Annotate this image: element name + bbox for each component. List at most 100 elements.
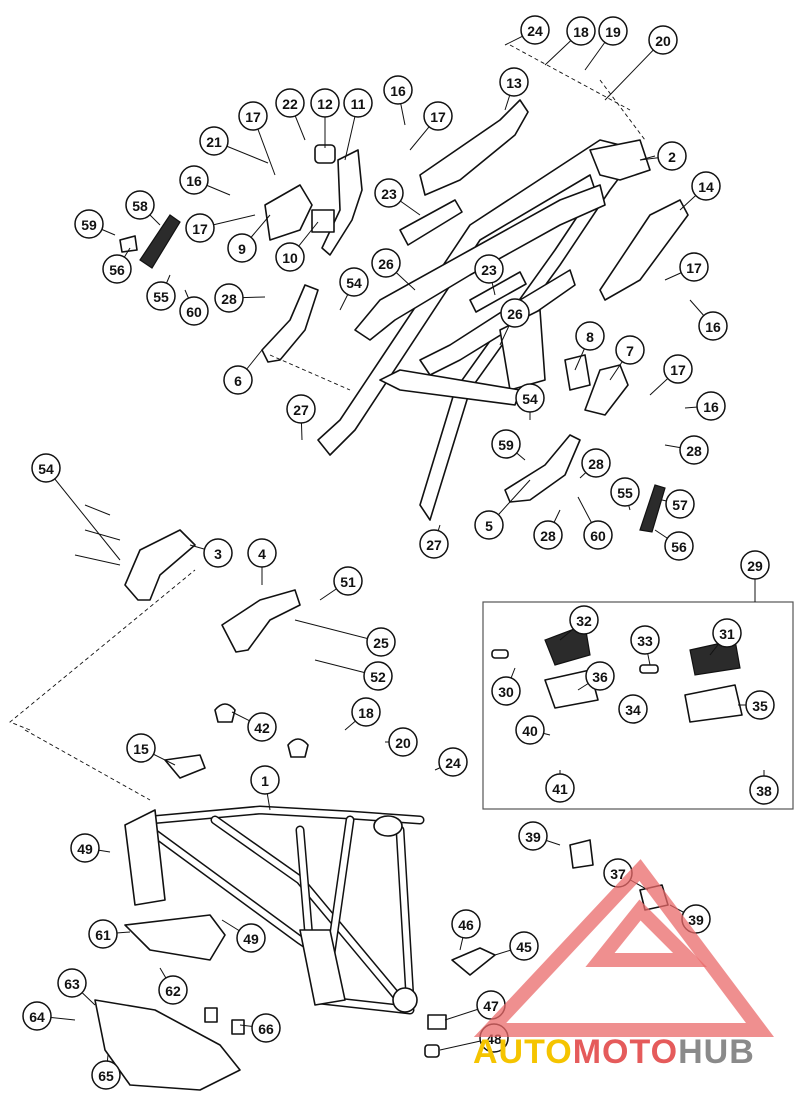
callout-label: 17 xyxy=(686,260,702,276)
callout-circle xyxy=(545,773,575,803)
callout-circle xyxy=(57,968,87,998)
callout-label: 27 xyxy=(293,402,309,418)
callout-c1: 1 xyxy=(250,765,280,795)
callout-c54a: 54 xyxy=(31,453,61,483)
callout-c42: 42 xyxy=(247,712,277,742)
callout-label: 63 xyxy=(64,976,80,992)
callout-c40: 40 xyxy=(515,715,545,745)
callout-label: 17 xyxy=(430,109,446,125)
callout-label: 12 xyxy=(317,96,333,112)
callout-c36: 36 xyxy=(585,661,615,691)
callout-c28d: 28 xyxy=(533,520,563,550)
mount-42-b xyxy=(287,738,309,758)
callout-c30: 30 xyxy=(491,676,521,706)
callout-label: 21 xyxy=(206,134,222,150)
callout-label: 27 xyxy=(426,537,442,553)
callout-c28b: 28 xyxy=(581,448,611,478)
callout-circle xyxy=(598,16,628,46)
callout-label: 47 xyxy=(483,998,499,1014)
callout-label: 60 xyxy=(186,304,202,320)
callout-label: 39 xyxy=(525,829,541,845)
callout-circle xyxy=(630,625,660,655)
footpeg-58 xyxy=(139,214,181,269)
callout-label: 26 xyxy=(507,306,523,322)
callout-label: 11 xyxy=(351,96,366,112)
callout-label: 22 xyxy=(282,96,298,112)
callout-circle xyxy=(250,765,280,795)
callout-label: 28 xyxy=(221,291,237,307)
callout-label: 31 xyxy=(719,626,735,642)
callout-circle xyxy=(438,747,468,777)
callout-circle xyxy=(199,126,229,156)
callout-label: 56 xyxy=(671,539,687,555)
callout-label: 23 xyxy=(381,186,397,202)
callout-label: 18 xyxy=(573,24,589,40)
callout-label: 54 xyxy=(522,391,538,407)
callout-label: 28 xyxy=(540,528,556,544)
watermark-logo: AUTOMOTOHUB xyxy=(473,859,774,1071)
callout-c17a: 17 xyxy=(238,101,268,131)
callout-circle xyxy=(125,190,155,220)
callout-label: 28 xyxy=(686,443,702,459)
callout-circle xyxy=(185,213,215,243)
callout-label: 58 xyxy=(132,198,148,214)
callout-circle xyxy=(179,296,209,326)
callout-circle xyxy=(70,833,100,863)
callout-c27a: 27 xyxy=(286,394,316,424)
callout-circle xyxy=(664,531,694,561)
callout-circle xyxy=(583,520,613,550)
callout-c23a: 23 xyxy=(374,178,404,208)
callout-c24a: 24 xyxy=(520,15,550,45)
pin-30 xyxy=(491,649,509,659)
callout-label: 32 xyxy=(576,613,592,629)
callout-label: 60 xyxy=(590,528,606,544)
callout-c33: 33 xyxy=(630,625,660,655)
main-frame xyxy=(124,805,425,1015)
guard-63 xyxy=(94,999,241,1091)
callout-c39a: 39 xyxy=(518,821,548,851)
bracket-15 xyxy=(164,754,206,779)
callout-c17c: 17 xyxy=(185,213,215,243)
callout-circle xyxy=(610,477,640,507)
callout-circle xyxy=(615,335,645,365)
callout-circle xyxy=(88,919,118,949)
callout-c55a: 55 xyxy=(146,281,176,311)
callout-circle xyxy=(665,489,695,519)
callout-c26b: 26 xyxy=(500,298,530,328)
callout-label: 13 xyxy=(506,75,522,91)
callout-c4: 4 xyxy=(247,538,277,568)
callout-circle xyxy=(310,88,340,118)
callout-c28c: 28 xyxy=(679,435,709,465)
callout-label: 26 xyxy=(378,256,394,272)
callout-label: 65 xyxy=(98,1068,114,1084)
callout-circle xyxy=(451,909,481,939)
callout-c18a: 18 xyxy=(566,16,596,46)
callout-c9: 9 xyxy=(227,233,257,263)
callout-circle xyxy=(745,690,775,720)
callout-c61: 61 xyxy=(88,919,118,949)
callout-label: 5 xyxy=(485,518,493,534)
callout-label: 45 xyxy=(516,939,532,955)
callout-circle xyxy=(749,775,779,805)
callout-circle xyxy=(247,538,277,568)
callout-label: 23 xyxy=(481,262,497,278)
callout-circle xyxy=(474,510,504,540)
bracket-5 xyxy=(504,434,581,503)
part-39-block xyxy=(569,839,594,869)
footpeg-35 xyxy=(684,684,743,723)
callout-label: 28 xyxy=(588,456,604,472)
callout-circle xyxy=(419,529,449,559)
callout-circle xyxy=(518,821,548,851)
callout-circle xyxy=(158,975,188,1005)
footpeg-36 xyxy=(544,669,599,709)
callout-label: 10 xyxy=(282,250,298,266)
callout-circle xyxy=(238,101,268,131)
callout-c64: 64 xyxy=(22,1001,52,1031)
side-plate-13 xyxy=(419,99,529,196)
callout-circle xyxy=(491,676,521,706)
callout-label: 39 xyxy=(688,912,704,928)
callout-circle xyxy=(696,391,726,421)
callout-label: 52 xyxy=(370,669,386,685)
callout-c56b: 56 xyxy=(664,531,694,561)
